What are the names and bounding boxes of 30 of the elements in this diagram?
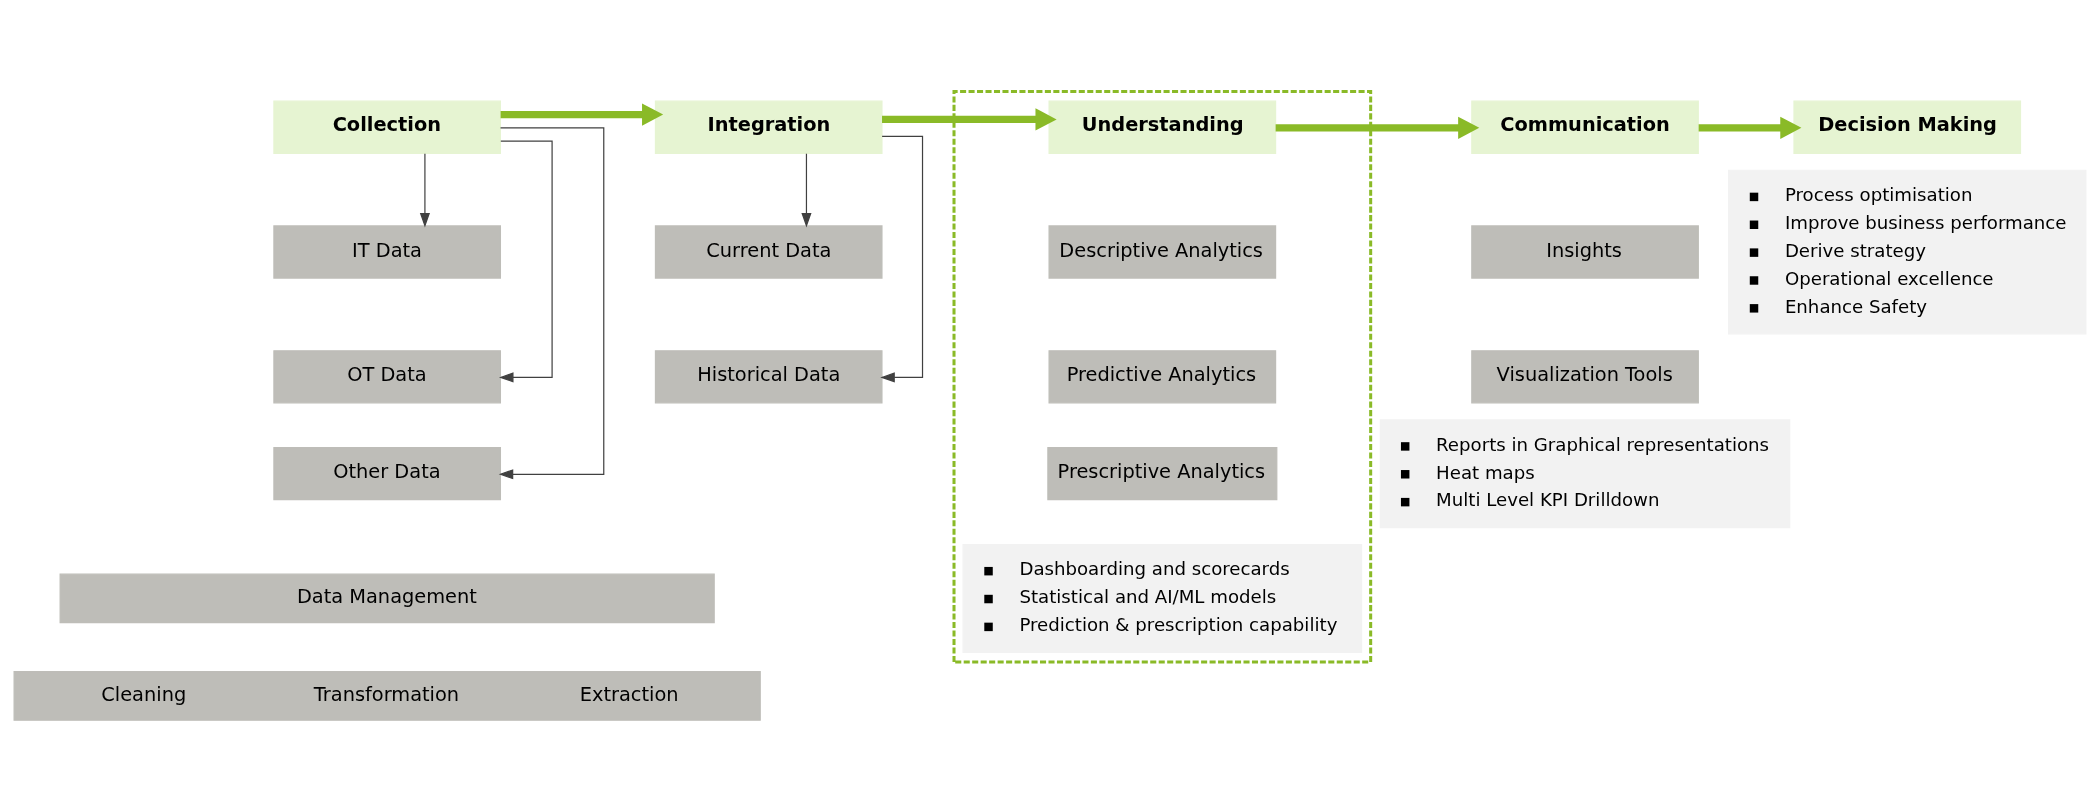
node-box: IT Data <box>273 225 501 279</box>
node-box: Insights <box>1471 225 1699 279</box>
node-box: Current Data <box>654 225 883 279</box>
node-box: Historical Data <box>654 350 883 404</box>
arrow <box>1698 116 1802 139</box>
arrow <box>498 140 553 383</box>
node-box: Decision Making <box>1793 100 2022 154</box>
node-box: Integration <box>654 100 883 154</box>
node-box: OT Data <box>273 350 501 404</box>
node-box: Prescriptive Analytics <box>1047 447 1278 501</box>
node-box: Communication <box>1471 100 1699 154</box>
node-box: Reports in Graphical representations Heat maps Multi Level KPI Drilldown <box>1379 419 1791 529</box>
node-box: Cleaning Transformation Extraction <box>13 671 761 721</box>
node-box: Process optimisation Improve business performance Derive strategy Operational excellence Enhance Safety <box>1727 169 2087 335</box>
arrow <box>801 153 812 228</box>
arrow <box>880 135 924 383</box>
node-box: Predictive Analytics <box>1048 350 1277 404</box>
node-box: Other Data <box>273 447 501 501</box>
arrow <box>882 108 1057 131</box>
node-box: Dashboarding and scorecards Statistical and AI/ML models Prediction & prescription capability <box>962 543 1363 653</box>
arrow <box>498 127 605 480</box>
node-box: Data Management <box>59 573 715 624</box>
arrow <box>419 153 430 228</box>
node-box: Collection <box>273 100 501 154</box>
arrow <box>1275 116 1480 139</box>
node-box: Understanding <box>1048 100 1277 154</box>
node-box: Descriptive Analytics <box>1048 225 1277 279</box>
cluster <box>952 90 1373 664</box>
arrow <box>500 103 664 126</box>
node-box: Visualization Tools <box>1471 350 1699 404</box>
